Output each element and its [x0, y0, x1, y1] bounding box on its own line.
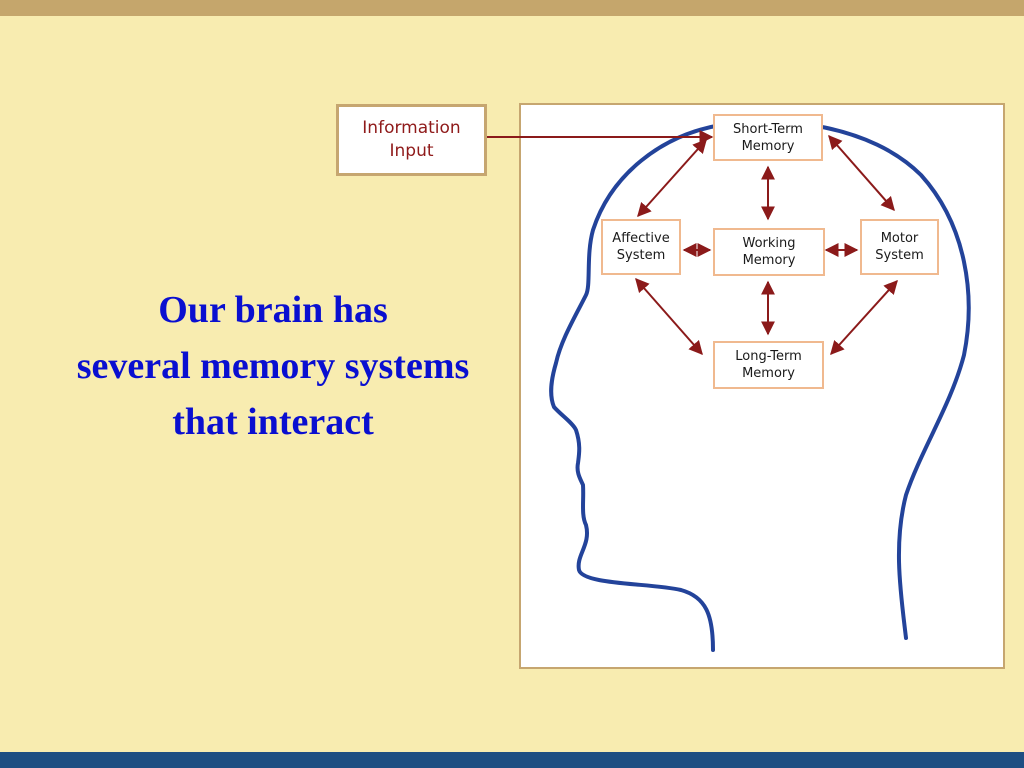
title-line-3: that interact [172, 401, 374, 443]
information-input-box: Information Input [336, 104, 487, 176]
top-band [0, 0, 1024, 16]
working-memory-node: Working Memory [713, 228, 825, 276]
title-line-2: several memory systems [76, 345, 470, 387]
affective-system-node: Affective System [601, 219, 681, 275]
motor-system-node: Motor System [860, 219, 939, 275]
short-term-memory-node: Short-Term Memory [713, 114, 823, 161]
head-silhouette [549, 119, 971, 652]
bottom-band [0, 752, 1024, 768]
slide-title: Our brain has several memory systems tha… [18, 282, 528, 450]
title-line-1: Our brain has [158, 289, 388, 331]
long-term-memory-node: Long-Term Memory [713, 341, 824, 389]
head-outline [549, 119, 971, 652]
